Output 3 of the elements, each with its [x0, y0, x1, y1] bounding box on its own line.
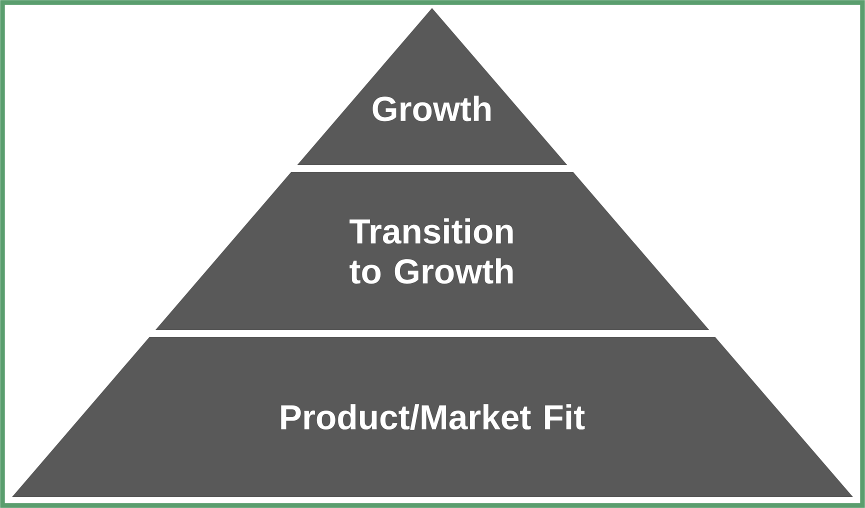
pyramid-tier: Growth	[297, 8, 568, 165]
pyramid-tier: Product/Market Fit	[12, 337, 853, 497]
pyramid-tier: Transition to Growth	[155, 172, 710, 330]
